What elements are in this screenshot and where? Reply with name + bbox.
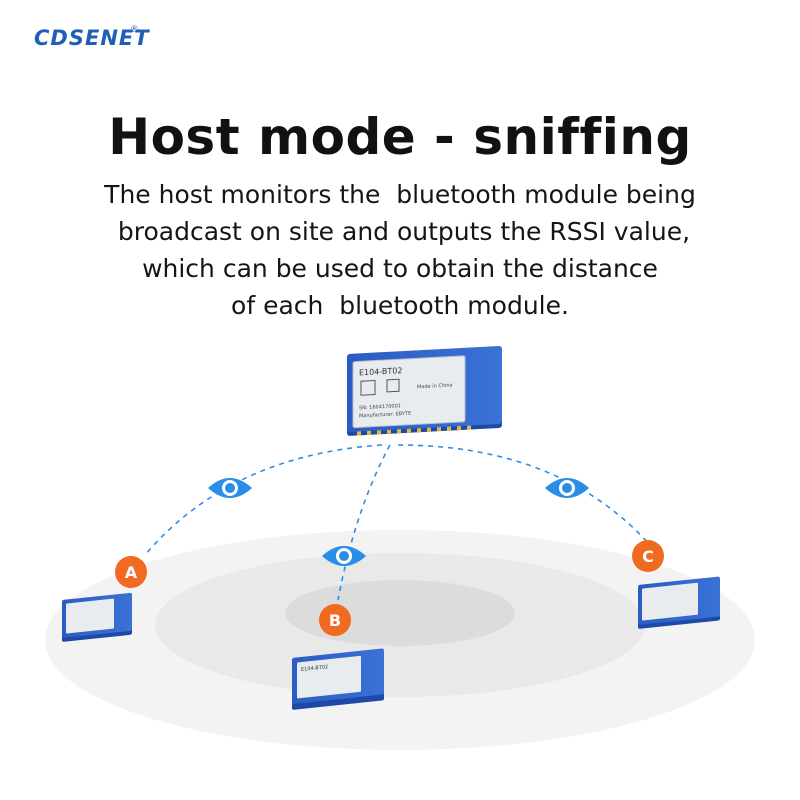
description-line-3: which can be used to obtain the distance <box>142 254 658 283</box>
host-module-made-in: Made in China <box>417 382 453 390</box>
node-badge-a-label: A <box>125 563 138 582</box>
node-module-b: E104-BT02 <box>292 648 384 710</box>
node-badge-a: A <box>115 556 147 588</box>
host-module: E104-BT02 Made in China SN: 1604170001 M… <box>347 346 502 436</box>
node-badge-b: B <box>319 604 351 636</box>
node-badge-c-label: C <box>642 547 654 566</box>
description: The host monitors the bluetooth module b… <box>60 176 740 324</box>
registered-mark: ® <box>131 24 138 34</box>
description-line-4: of each bluetooth module. <box>231 291 569 320</box>
host-module-maker: Manufacturer: EBYTE <box>359 411 411 420</box>
page-title: Host mode - sniffing <box>108 108 692 166</box>
eye-icon <box>322 546 366 566</box>
range-ellipse-inner <box>285 580 515 646</box>
eye-icon <box>545 478 589 498</box>
link-line-c <box>397 444 651 546</box>
host-module-label: E104-BT02 <box>359 366 402 377</box>
node-badge-c: C <box>632 540 664 572</box>
host-module-sn: SN: 1604170001 <box>359 403 401 411</box>
description-line-1: The host monitors the bluetooth module b… <box>104 180 696 209</box>
node-module-b-label: E104-BT02 <box>301 664 328 673</box>
link-line-b <box>337 444 391 601</box>
eye-icon <box>208 478 252 498</box>
brand-logo: CDSENET <box>34 26 150 50</box>
node-module-c <box>638 576 720 629</box>
node-module-a <box>62 592 132 642</box>
description-line-2: broadcast on site and outputs the RSSI v… <box>109 217 691 246</box>
node-badge-b-label: B <box>329 611 341 630</box>
